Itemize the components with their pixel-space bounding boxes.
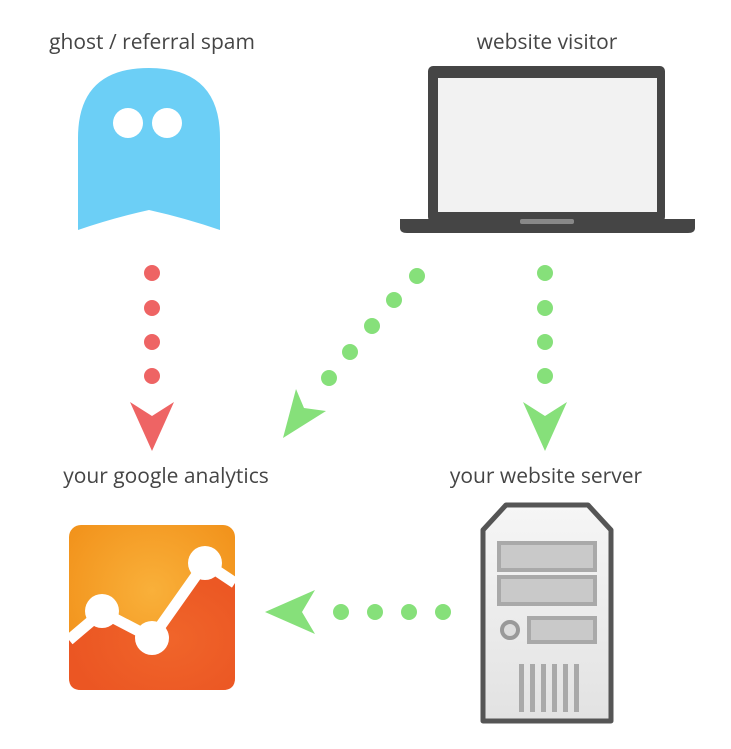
ghost-label: ghost / referral spam — [49, 28, 255, 56]
ghost-icon — [78, 68, 220, 230]
visitor-label: website visitor — [476, 28, 618, 56]
visitor-to-server-arrow — [523, 265, 567, 451]
spam-arrow — [130, 265, 174, 451]
analytics-label: your google analytics — [63, 462, 269, 490]
visitor-to-analytics-arrow — [283, 268, 425, 438]
server-label: your website server — [449, 462, 643, 490]
server-to-analytics-arrow — [265, 590, 451, 634]
google-analytics-logo — [65, 525, 239, 690]
server-icon — [480, 502, 614, 724]
laptop-icon — [400, 66, 695, 233]
